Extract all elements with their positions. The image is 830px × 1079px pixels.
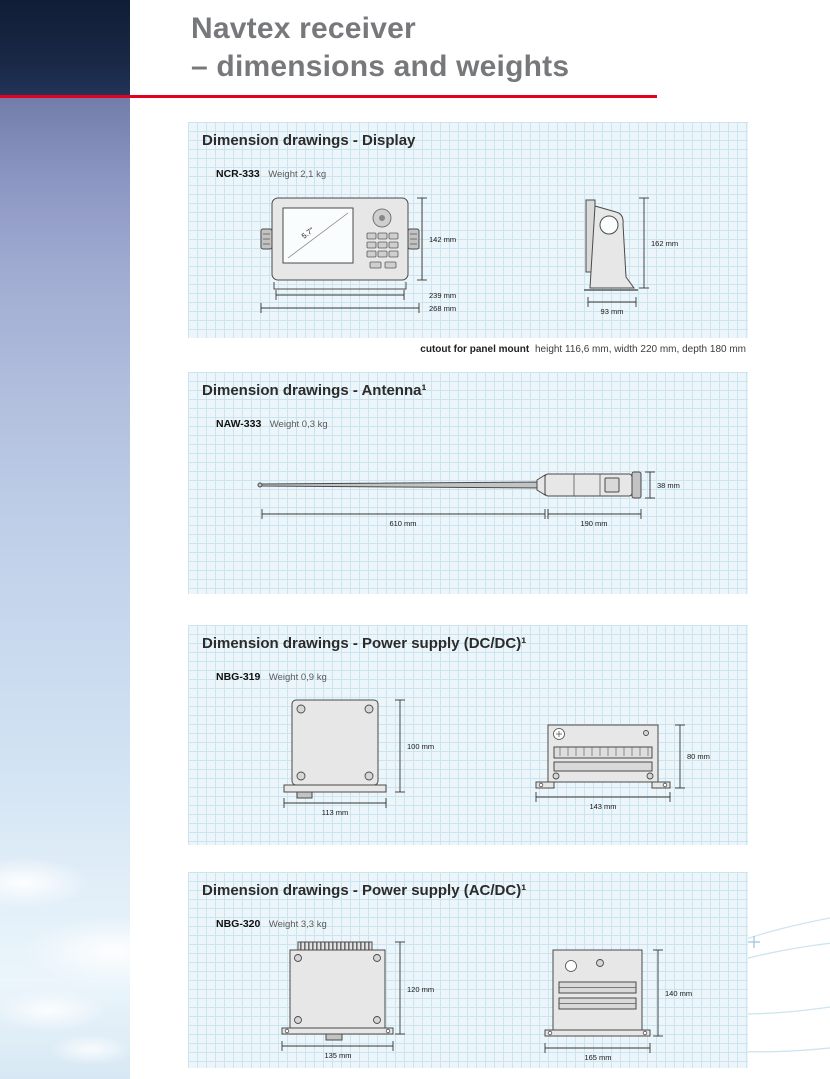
panel-acdc-model-line: NBG-320 Weight 3,3 kg [216,914,327,932]
antenna-drawing: 38 mm 610 mm 190 mm [257,471,680,528]
dim-acdc-front-height: 120 mm [407,985,434,994]
panel-display: 5.7" 142 mm 239 mm 268 mm [188,122,748,338]
panel-antenna-model-line: NAW-333 Weight 0,3 kg [216,414,328,432]
dcdc-side-dimensions: 143 mm 80 mm [535,724,710,811]
acdc-drawing: 120 mm 135 mm 140 mm 165 mm [281,941,692,1062]
dim-front-height: 142 mm [429,235,456,244]
acdc-front-view [281,941,394,1041]
dim-antenna-diameter: 38 mm [657,481,680,490]
panel-acdc-heading: Dimension drawings - Power supply (AC/DC… [202,882,527,899]
display-drawing: 5.7" 142 mm 239 mm 268 mm [260,197,678,316]
dim-acdc-front-width: 135 mm [324,1051,351,1060]
model-name: NBG-319 [216,671,261,683]
model-weight: Weight 3,3 kg [268,919,327,930]
dim-front-width-total: 268 mm [429,304,456,313]
page-title: Navtex receiver – dimensions and weights [191,10,569,86]
sky-clouds-photo [0,98,130,1079]
dim-antenna-whip: 610 mm [389,519,416,528]
model-name: NBG-320 [216,918,261,930]
panel-display-heading: Dimension drawings - Display [202,132,416,149]
plus-mark-icon [748,936,760,948]
panel-dcdc: 100 mm 113 mm 143 mm 80 mm [188,625,748,845]
sidebar-navy-block [0,0,130,95]
display-front-view: 5.7" [260,197,420,290]
dim-front-width-body: 239 mm [429,291,456,300]
cutout-note-label: cutout for panel mount [420,344,530,355]
panel-antenna-heading: Dimension drawings - Antenna¹ [202,382,427,399]
sidebar-photo [0,0,130,1079]
model-weight: Weight 0,9 kg [268,672,327,683]
dcdc-front-dimensions: 100 mm 113 mm [283,699,434,817]
antenna-body [544,471,642,499]
dim-acdc-side-height: 140 mm [665,989,692,998]
display-front-dimensions: 142 mm 239 mm 268 mm [260,197,456,313]
dim-acdc-side-width: 165 mm [584,1053,611,1062]
keypad-buttons [366,232,399,269]
panel-dcdc-model-line: NBG-319 Weight 0,9 kg [216,667,327,685]
dim-antenna-body: 190 mm [580,519,607,528]
dim-dcdc-side-height: 80 mm [687,752,710,761]
model-name: NCR-333 [216,168,260,180]
dim-side-depth: 93 mm [601,307,624,316]
acdc-side-dimensions: 140 mm 165 mm [544,949,692,1062]
page-title-line1: Navtex receiver [191,12,416,45]
panel-display-model-line: NCR-333 Weight 2,1 kg [216,164,326,182]
dcdc-drawing: 100 mm 113 mm 143 mm 80 mm [283,699,710,817]
panel-dcdc-heading: Dimension drawings - Power supply (DC/DC… [202,635,527,652]
dcdc-side-view [535,724,671,789]
cutout-note-value: height 116,6 mm, width 220 mm, depth 180… [534,344,746,355]
dim-dcdc-front-width: 113 mm [322,808,349,817]
acdc-front-dimensions: 120 mm 135 mm [281,941,434,1060]
page-title-line2: – dimensions and weights [191,50,570,83]
panel-acdc: 120 mm 135 mm 140 mm 165 mm [188,872,748,1068]
acdc-side-view [544,949,651,1037]
dcdc-front-view [283,699,387,799]
accent-rule [0,95,657,98]
antenna-dimensions: 38 mm 610 mm 190 mm [261,471,680,528]
model-name: NAW-333 [216,418,262,430]
dim-dcdc-front-height: 100 mm [407,742,434,751]
dim-side-height: 162 mm [651,239,678,248]
model-weight: Weight 2,1 kg [268,169,327,180]
cutout-note: cutout for panel mount height 116,6 mm, … [188,344,746,355]
display-side-dimensions: 162 mm 93 mm [587,197,678,316]
dim-dcdc-side-width: 143 mm [589,802,616,811]
display-side-view [584,199,638,291]
panel-antenna: 38 mm 610 mm 190 mm Dimension drawings -… [188,372,748,594]
model-weight: Weight 0,3 kg [269,419,328,430]
antenna-whip [257,474,546,496]
